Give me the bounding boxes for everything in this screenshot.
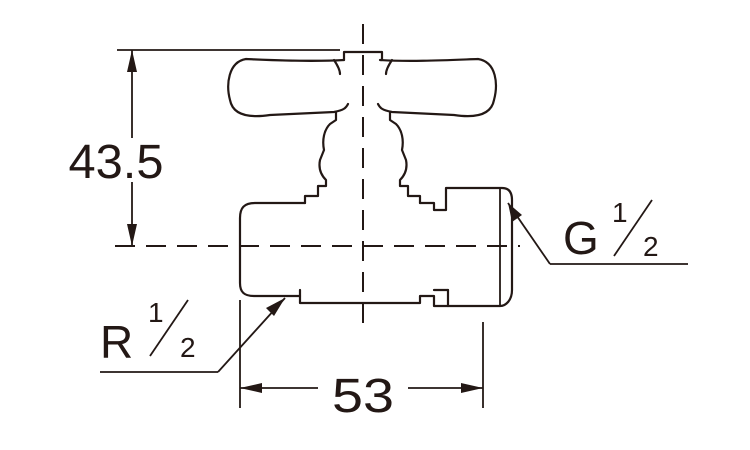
valve-handle [227, 57, 497, 118]
width-dimension-label: 53 [332, 370, 394, 423]
outlet-thread-label: G 1 2 [563, 197, 659, 264]
valve-stem-right [388, 110, 422, 205]
inlet-thread-numerator: 1 [148, 297, 164, 328]
outlet-fraction-bar [613, 199, 653, 257]
inlet-fraction-bar [149, 299, 189, 357]
valve-stem [303, 110, 338, 205]
height-dimension-label: 43.5 [69, 136, 164, 189]
inlet-thread-letter: R [100, 316, 133, 368]
outlet-thread-numerator: 1 [612, 197, 628, 228]
valve-body [238, 201, 450, 308]
body-lower-step [298, 288, 450, 298]
valve-body-top [418, 186, 514, 308]
height-arrow-bottom [127, 224, 137, 246]
handle-hub-detail [332, 58, 394, 76]
outlet-leader-arrow [508, 203, 522, 222]
height-arrow-top [127, 50, 137, 72]
outlet-thread-denominator: 2 [643, 231, 659, 262]
handle-hub [342, 50, 384, 62]
inlet-thread-label: R 1 2 [100, 297, 196, 368]
inlet-leader-arrow [266, 298, 285, 316]
outlet-thread-letter: G [563, 212, 599, 264]
width-arrow-right [461, 383, 483, 393]
width-arrow-left [240, 383, 262, 393]
inlet-thread-denominator: 2 [180, 332, 196, 363]
